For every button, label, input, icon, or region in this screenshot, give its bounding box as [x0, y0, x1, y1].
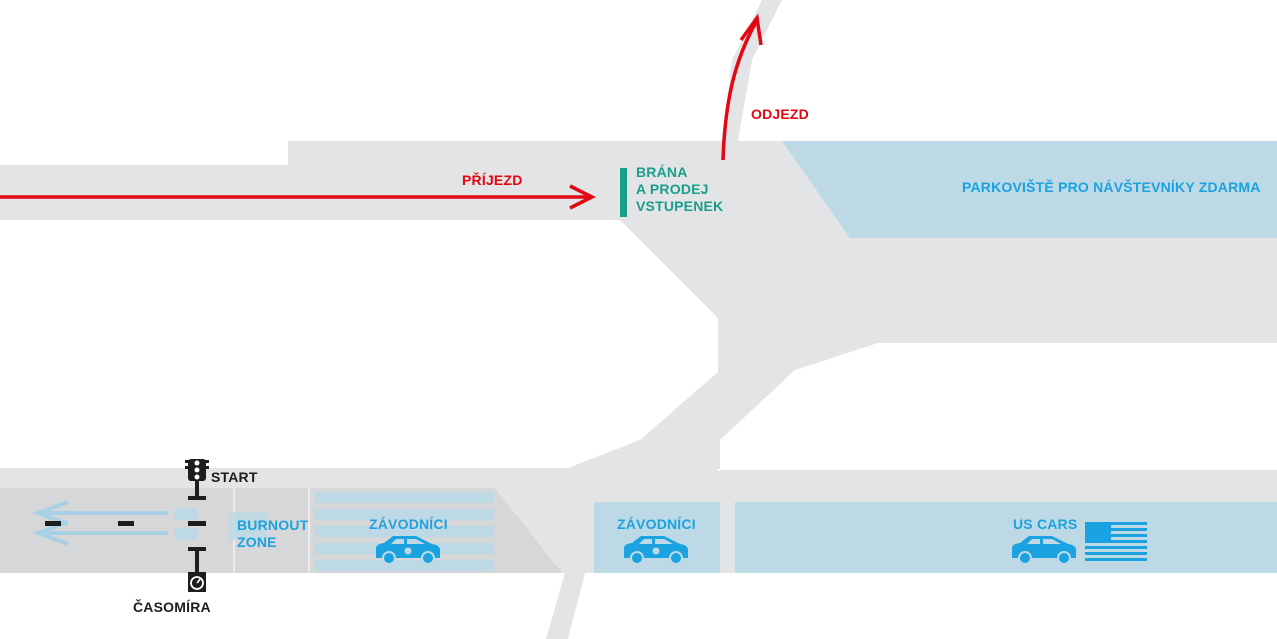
race-car-icon	[624, 536, 688, 565]
direction-arrow-icon	[32, 500, 168, 546]
departure-arrow-icon	[721, 13, 763, 161]
gate-marker	[620, 168, 627, 217]
zone-us-cars	[735, 502, 1277, 573]
exit-road	[722, 0, 782, 141]
burnout-zone-label: BURNOUT ZONE	[237, 517, 308, 551]
stopwatch-icon	[188, 547, 206, 592]
entry-road	[0, 141, 1277, 573]
arrival-arrow-icon	[0, 184, 596, 210]
parking-area	[782, 141, 1277, 238]
traffic-light-icon	[185, 459, 209, 500]
south-road	[546, 573, 585, 639]
burnout-label-line: ZONE	[237, 534, 277, 550]
racers-label: ZÁVODNÍCI	[617, 516, 696, 532]
lane-dashes	[45, 521, 206, 526]
timing-label: ČASOMÍRA	[133, 599, 211, 615]
gate-label-line: BRÁNA	[636, 164, 688, 180]
us-cars-label: US CARS	[1013, 516, 1078, 532]
burnout-label-line: BURNOUT	[237, 517, 309, 533]
car-icon	[1012, 536, 1076, 565]
racers-label: ZÁVODNÍCI	[369, 516, 448, 532]
race-car-icon	[376, 536, 440, 565]
departure-label: ODJEZD	[751, 106, 809, 122]
us-flag-icon	[1085, 522, 1147, 561]
gate-label-line: VSTUPENEK	[636, 198, 724, 214]
burnout-marks	[229, 512, 267, 540]
gate-label-line: A PRODEJ	[636, 181, 709, 197]
parking-label: PARKOVIŠTĚ PRO NÁVŠTEVNÍKY ZDARMA	[962, 179, 1261, 195]
arrival-label: PŘÍJEZD	[462, 172, 523, 188]
start-label: START	[211, 469, 258, 485]
gate-label: BRÁNA A PRODEJ VSTUPENEK	[636, 164, 723, 215]
